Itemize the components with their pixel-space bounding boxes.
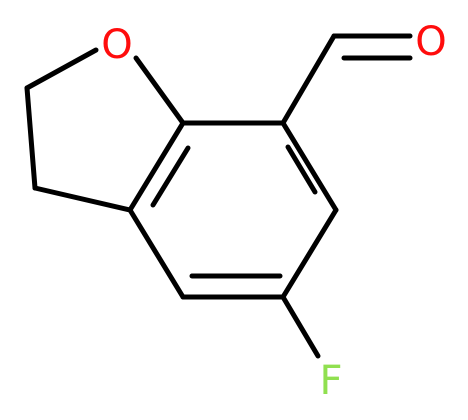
bond-c4-c3a bbox=[127, 207, 186, 300]
bond-inner-c7a-c3a bbox=[150, 145, 191, 208]
bond-c3a-c7a bbox=[127, 120, 186, 213]
ring-oxygen-label: O bbox=[101, 22, 132, 68]
bond-c5-f bbox=[280, 294, 321, 359]
bond-c7-c6 bbox=[280, 120, 339, 213]
fluorine-label: F bbox=[319, 358, 342, 404]
bond-ring-o-c7a bbox=[133, 55, 186, 126]
bond-ring-o-c2 bbox=[24, 47, 99, 91]
bond-c3-c3a bbox=[32, 185, 133, 213]
bond-c2-c3 bbox=[24, 85, 38, 191]
aldehyde-oxygen-label: O bbox=[415, 19, 446, 65]
bond-inner-c7-c6 bbox=[285, 144, 318, 195]
bond-c6-c5 bbox=[280, 207, 339, 300]
bond-c7-cho bbox=[280, 33, 337, 126]
